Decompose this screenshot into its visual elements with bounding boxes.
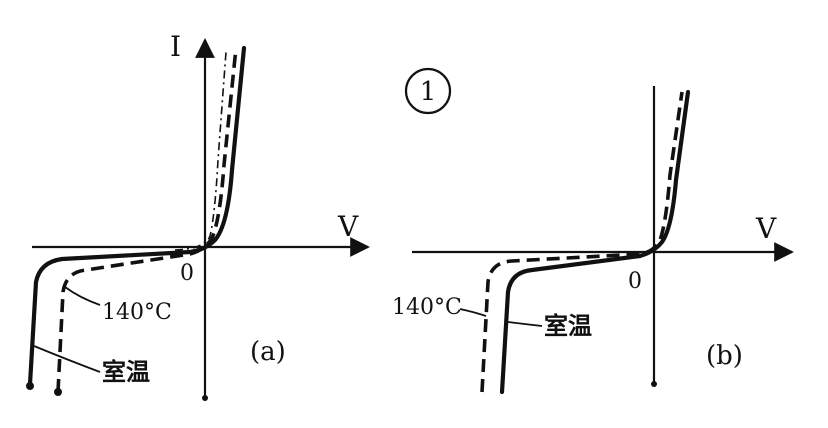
- panel-b: V 0 140°C 室温 (b): [392, 86, 794, 395]
- panel-b-hot-leader: [459, 308, 487, 317]
- panel-a-room-temp-curve: [27, 45, 247, 387]
- panel-a-room-leader: [33, 345, 101, 373]
- panel-b-x-axis-label: V: [755, 212, 777, 245]
- figure-number: 1: [420, 77, 437, 107]
- panel-b-panel-label: (b): [706, 341, 743, 371]
- panel-a-room-label: 室温: [102, 357, 150, 386]
- panel-b-yaxis-end-dot: [651, 381, 657, 387]
- panel-b-hot-label: 140°C: [392, 295, 462, 320]
- panel-a-yaxis-end-dot: [202, 395, 208, 401]
- panel-b-room-temp-curve: [499, 89, 691, 395]
- panel-a-origin-label: 0: [180, 261, 194, 286]
- panel-a-reference-curve: [174, 51, 227, 251]
- panel-a-x-axis-label: V: [337, 210, 359, 243]
- panel-b-room-label: 室温: [544, 311, 592, 340]
- panel-a-panel-label: (a): [250, 337, 286, 367]
- figure-number-badge: 1: [404, 67, 452, 115]
- panel-b-hot-curve: [480, 91, 684, 393]
- panel-b-origin-label: 0: [628, 269, 642, 294]
- panel-a: I V 0 140°C 室温 (a): [26, 30, 370, 401]
- panel-a-hot-curve: [56, 47, 238, 393]
- panel-a-hot-leader: [64, 286, 101, 306]
- panel-b-room-leader: [507, 321, 543, 327]
- figure-number-circle: [404, 67, 452, 115]
- panel-a-y-axis-label: I: [170, 30, 181, 63]
- panel-a-room-end-dot: [26, 382, 34, 390]
- panel-a-hot-end-dot: [54, 388, 62, 396]
- panel-a-hot-label: 140°C: [102, 300, 172, 325]
